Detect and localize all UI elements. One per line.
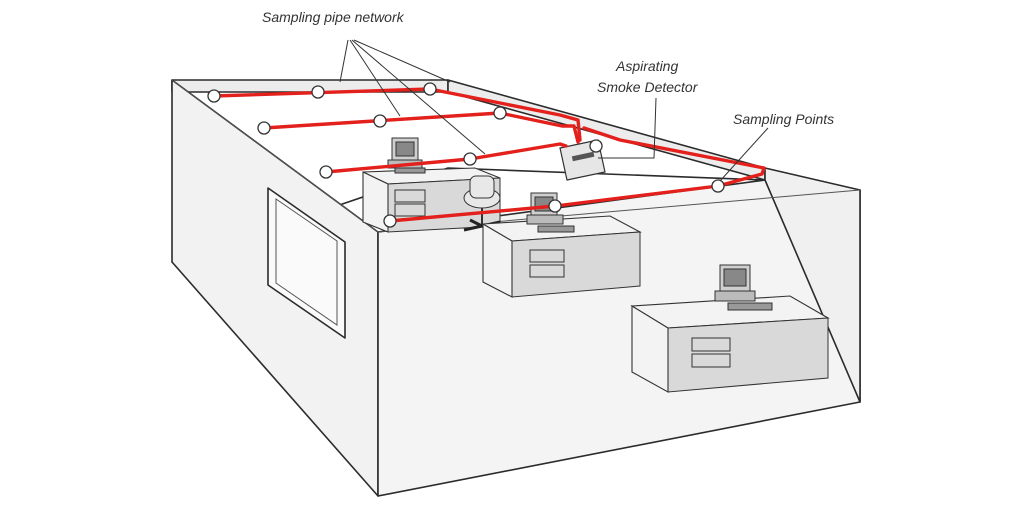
pipe-run-4 — [388, 126, 766, 223]
sampling-points — [207, 82, 725, 228]
right-back-wall — [447, 79, 766, 181]
sampling-point — [207, 89, 221, 103]
label-sampling-pipe-network: Sampling pipe network — [262, 9, 405, 25]
sampling-point — [257, 121, 271, 135]
computer-1 — [387, 137, 426, 174]
sampling-point — [711, 179, 725, 193]
window — [267, 187, 346, 339]
ceiling-edge-left — [171, 79, 379, 233]
sampling-point — [548, 199, 562, 213]
sampling-point — [319, 165, 333, 179]
labels: Sampling pipe network Aspirating Smoke D… — [262, 9, 834, 127]
sampling-point — [383, 214, 397, 228]
window-inner — [275, 198, 338, 326]
sampling-pipe-network — [212, 87, 766, 223]
office-chair — [463, 175, 501, 234]
sampling-point — [423, 82, 437, 96]
right-wall — [764, 167, 861, 403]
callout-leaders — [339, 39, 769, 182]
pipe-run-2 — [262, 111, 580, 144]
sampling-point — [311, 85, 325, 99]
pipe-run-1 — [212, 87, 582, 142]
pipe-run-3 — [324, 142, 568, 174]
sampling-point — [463, 152, 477, 166]
desk-1 — [362, 167, 501, 233]
desk-2 — [481, 215, 642, 298]
computer-3 — [714, 264, 773, 311]
label-sampling-points: Sampling Points — [733, 111, 834, 127]
sampling-point — [589, 139, 603, 153]
label-detector-line2: Smoke Detector — [597, 79, 699, 95]
sampling-point — [373, 114, 387, 128]
desk-3 — [630, 295, 830, 393]
label-detector-line1: Aspirating — [615, 58, 678, 74]
sampling-point — [493, 106, 507, 120]
